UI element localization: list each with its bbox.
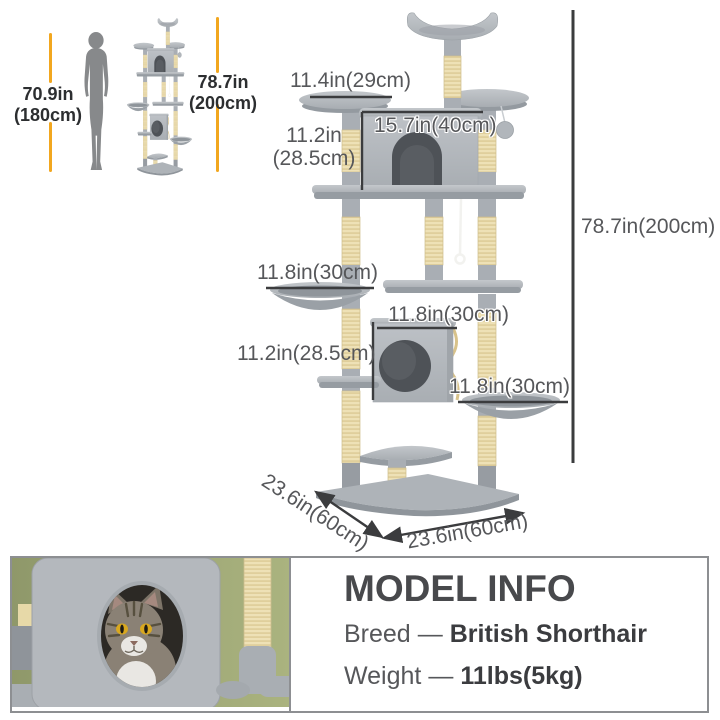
weight-value: 11lbs(5kg) (460, 662, 583, 690)
dim-upper-house-width: 15.7in(40cm) (374, 114, 497, 137)
dim-top-perch-width: 11.4in(29cm) (290, 69, 411, 92)
breed-value: British Shorthair (449, 620, 647, 648)
cat-photo-frame (12, 558, 291, 711)
right-measure-line-top (216, 17, 219, 73)
weight-label: Weight (344, 662, 422, 690)
breed-label: Breed (344, 620, 411, 648)
cat-face (104, 585, 176, 687)
tree-height-cm: (200cm) (188, 92, 258, 113)
human-height-cm: (180cm) (13, 104, 83, 125)
model-info-title: MODEL INFO (344, 568, 576, 609)
weight-dash: — (428, 662, 454, 690)
model-info: MODEL INFO Breed—British Shorthair Weigh… (344, 558, 704, 711)
breed-row: Breed—British Shorthair (344, 620, 647, 649)
dim-mid-platform-width: 11.8in(30cm) (388, 303, 509, 326)
weight-row: Weight—11lbs(5kg) (344, 662, 583, 691)
dim-upper-house-height-in: 11.2in (286, 124, 342, 147)
tree-height-label: 78.7in (200cm) (181, 72, 265, 113)
tree-height-in: 78.7in (197, 72, 249, 92)
dim-left-hammock-width: 11.8in(30cm) (257, 261, 378, 284)
dim-lower-house-height: 11.2in(28.5cm) (237, 342, 376, 365)
human-height-in: 70.9in (22, 84, 74, 104)
cat-photo (12, 558, 289, 707)
right-measure-line-bottom (216, 104, 219, 172)
model-info-panel: MODEL INFO Breed—British Shorthair Weigh… (10, 556, 709, 713)
dim-right-basket-width: 11.8in(30cm) (449, 375, 570, 398)
dim-upper-house-height: 11.2in (28.5cm) (266, 124, 362, 170)
dim-total-height: 78.7in(200cm) (581, 215, 716, 238)
left-measure-line-top (49, 33, 52, 83)
left-measure-line-bottom (49, 122, 52, 172)
dim-upper-house-height-cm: (28.5cm) (272, 147, 356, 171)
human-silhouette (84, 32, 109, 170)
human-height-label: 70.9in (180cm) (6, 84, 90, 125)
breed-dash: — (417, 620, 443, 648)
